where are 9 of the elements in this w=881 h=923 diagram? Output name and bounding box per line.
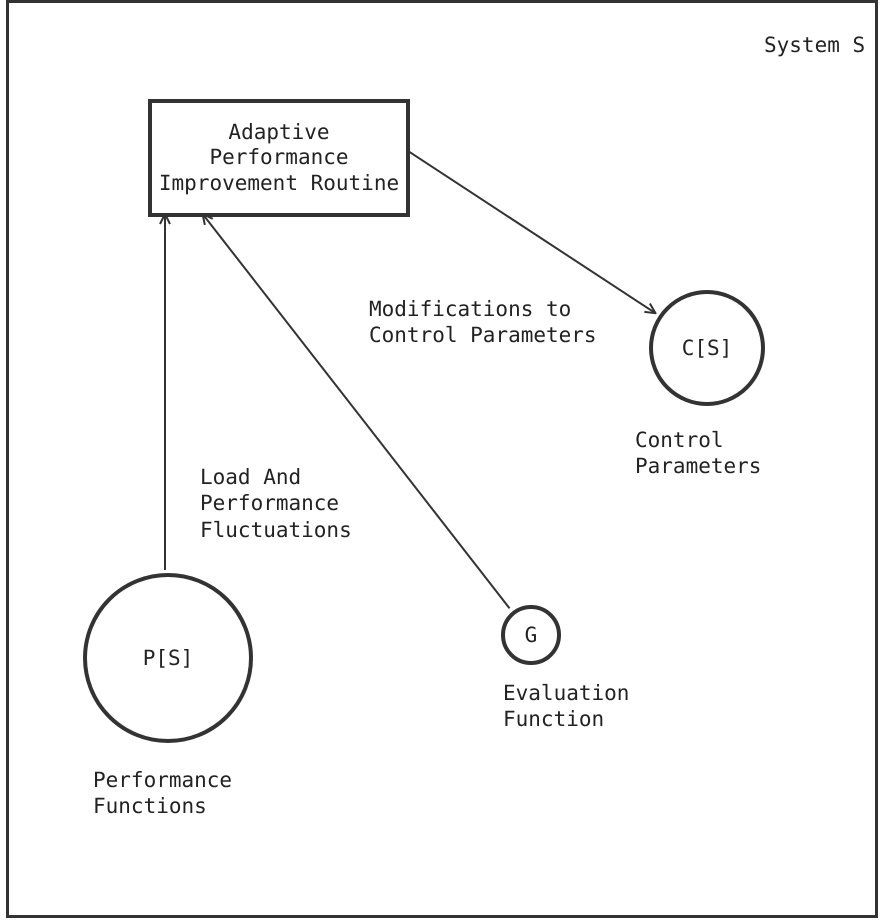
node-caption: Control Parameters <box>635 427 762 480</box>
node-symbol: G <box>524 623 538 647</box>
node-caption: Evaluation Function <box>503 680 630 732</box>
node-caption: Performance Functions <box>93 767 234 820</box>
box-text: Adaptive Performance Improvement Routine <box>158 120 400 196</box>
process-box <box>148 99 410 217</box>
frame-title: System S <box>764 33 866 57</box>
node-symbol: C[S] <box>682 336 732 360</box>
node-symbol: P[S] <box>142 646 194 670</box>
